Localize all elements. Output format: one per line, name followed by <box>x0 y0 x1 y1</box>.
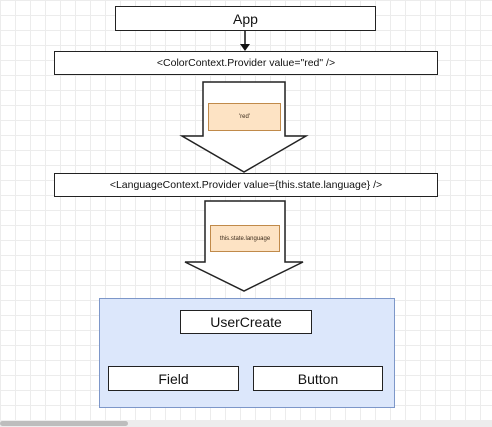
field-node[interactable]: Field <box>108 366 239 391</box>
button-node[interactable]: Button <box>253 366 383 391</box>
scrollbar-thumb[interactable] <box>0 421 128 426</box>
language-value-chip: this.state.language <box>210 225 280 252</box>
color-context-provider-node[interactable]: <ColorContext.Provider value="red" /> <box>54 51 438 75</box>
language-context-provider-node[interactable]: <LanguageContext.Provider value={this.st… <box>54 173 438 197</box>
usercreate-node[interactable]: UserCreate <box>180 310 312 334</box>
app-to-color-arrowhead <box>240 44 250 51</box>
horizontal-scrollbar[interactable] <box>0 420 492 427</box>
red-value-chip: 'red' <box>208 103 281 131</box>
app-node[interactable]: App <box>115 6 376 31</box>
